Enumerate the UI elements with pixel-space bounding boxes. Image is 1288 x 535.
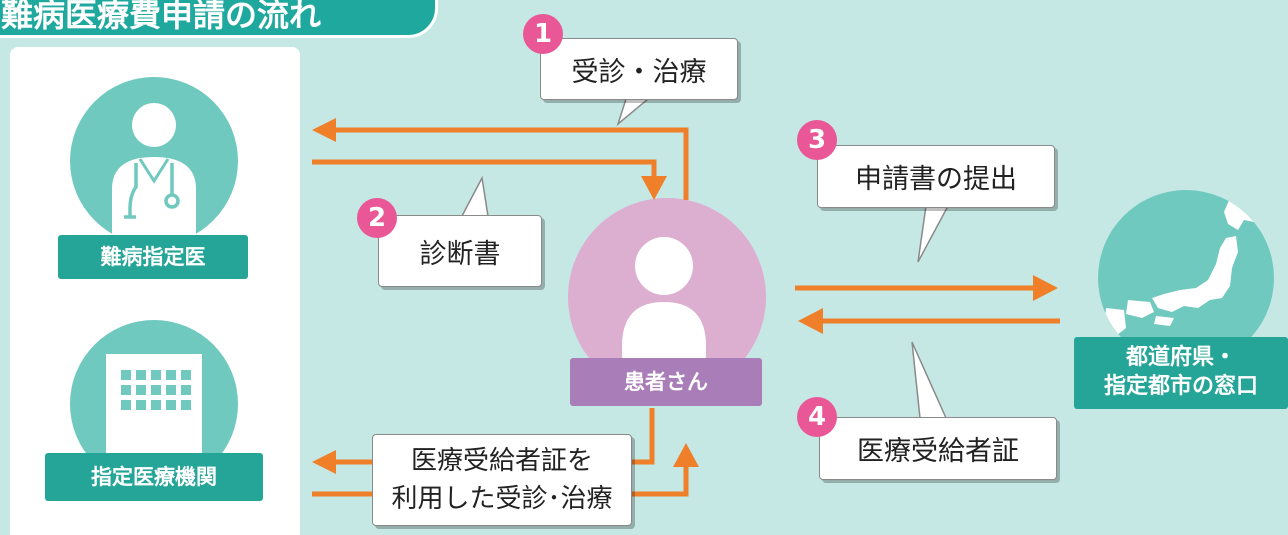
step-2-badge: 2 <box>357 198 397 238</box>
bubble-tail-4 <box>911 341 948 419</box>
arrowhead-patient-right <box>798 308 823 334</box>
arrowhead-patient-top <box>641 176 667 200</box>
bubble-tail-1 <box>616 98 651 127</box>
step-1-bubble: 受診・治療 <box>540 38 738 100</box>
step-3-bubble: 申請書の提出 <box>817 145 1055 208</box>
step-3-badge: 3 <box>797 120 837 160</box>
bubble-tail-2 <box>460 175 489 217</box>
arrowhead-office <box>1033 275 1058 301</box>
step-1-label: 受診・治療 <box>571 56 707 88</box>
office-circle <box>1098 190 1274 366</box>
treatment-note-bubble: 医療受給者証を 利用した受診･治療 <box>372 434 632 526</box>
bubble-tail-3 <box>917 205 950 263</box>
treatment-note-label: 医療受給者証を 利用した受診･治療 <box>391 446 613 514</box>
arrow-treatment-to-doctor <box>330 127 689 200</box>
step-4-badge: 4 <box>797 397 837 437</box>
arrowhead-doctor <box>312 118 336 142</box>
japan-map-icon <box>1104 194 1258 336</box>
step-4-bubble: 医療受給者証 <box>819 417 1057 480</box>
person-icon <box>622 237 706 368</box>
doctor-icon <box>112 103 196 245</box>
step-2-bubble: 診断書 <box>378 215 542 287</box>
office-label: 都道府県・ 指定都市の窓口 <box>1074 337 1288 409</box>
page-title: 難病医療費申請の流れ <box>0 0 438 38</box>
patient-label: 患者さん <box>570 358 762 406</box>
arrowhead-patient-bottom <box>673 443 699 467</box>
step-4-label: 医療受給者証 <box>857 436 1019 467</box>
step-2-label: 診断書 <box>419 238 501 270</box>
arrowhead-institution <box>312 450 336 474</box>
step-3-label: 申請書の提出 <box>855 164 1017 195</box>
institution-label: 指定医療機関 <box>45 453 263 501</box>
doctor-circle <box>70 77 238 245</box>
arrow-diagnosis-to-patient <box>312 159 657 180</box>
doctor-label: 難病指定医 <box>58 235 248 279</box>
step-1-badge: 1 <box>523 14 563 54</box>
